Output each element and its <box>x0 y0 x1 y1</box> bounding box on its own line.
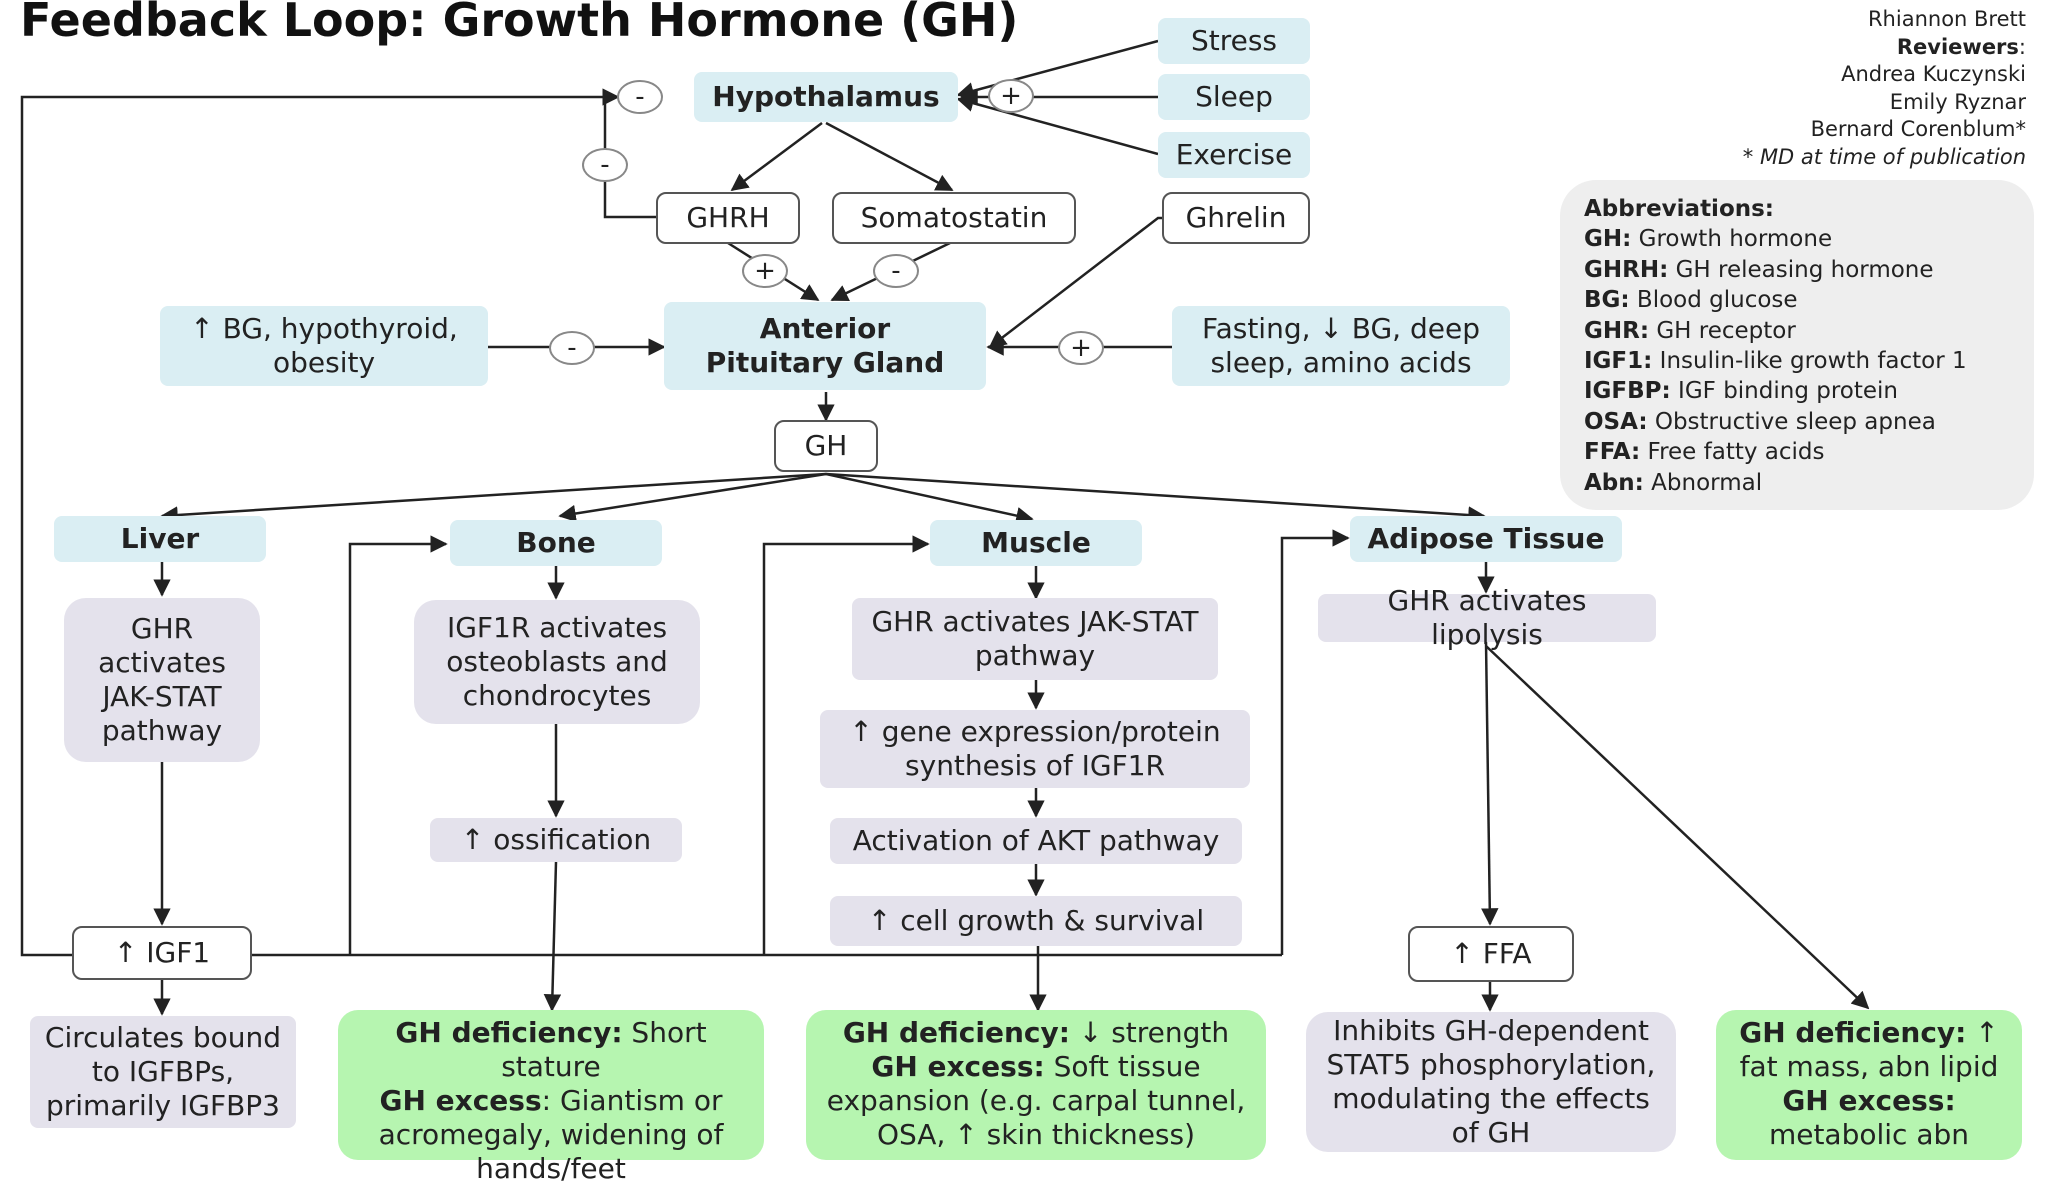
ghrelin-node: Ghrelin <box>1162 192 1310 244</box>
deficiency-label: GH deficiency: <box>395 1016 623 1049</box>
muscle-node: Muscle <box>930 520 1142 566</box>
abbreviation-item: GHR: GH receptor <box>1584 316 2010 346</box>
abbreviation-definition: GH receptor <box>1649 317 1796 344</box>
abbreviation-term: FFA: <box>1584 439 1641 466</box>
excess-text: Soft tissue expansion (e.g. carpal tunne… <box>826 1050 1246 1151</box>
excess-label: GH excess <box>379 1084 542 1117</box>
abbreviation-item: FFA: Free fatty acids <box>1584 437 2010 467</box>
ghrh-node: GHRH <box>656 192 800 244</box>
liver-ghr-node: GHR activates JAK-STAT pathway <box>64 598 260 762</box>
muscle-outcome-node: GH deficiency: ↓ strength GH excess: Sof… <box>806 1010 1266 1160</box>
gh-node: GH <box>774 420 878 472</box>
abbreviation-term: GHR: <box>1584 317 1650 344</box>
abbreviation-item: BG: Blood glucose <box>1584 285 2010 315</box>
bone-igf1r-node: IGF1R activates osteoblasts and chondroc… <box>414 600 700 724</box>
abbreviation-term: GHRH: <box>1584 256 1669 283</box>
connector-lines <box>20 39 1870 1016</box>
somatostatin-node: Somatostatin <box>832 192 1076 244</box>
footnote: * MD at time of publication <box>1742 144 2026 169</box>
minus-sign: - <box>617 80 663 114</box>
abbreviation-term: IGF1: <box>1584 348 1653 375</box>
inhibitors-node: ↑ BG, hypothyroid, obesity <box>160 306 488 386</box>
stress-node: Stress <box>1158 18 1310 64</box>
exercise-node: Exercise <box>1158 132 1310 178</box>
page-title: Feedback Loop: Growth Hormone (GH) <box>20 0 1019 47</box>
credits-block: Rhiannon Brett Reviewers: Andrea Kuczyns… <box>1560 6 2026 171</box>
minus-sign: - <box>582 148 628 182</box>
deficiency-label: GH deficiency: <box>1739 1016 1967 1049</box>
plus-sign: + <box>988 79 1034 113</box>
hypothalamus-node: Hypothalamus <box>694 72 958 122</box>
abbreviation-definition: Obstructive sleep apnea <box>1647 408 1936 435</box>
abbreviation-definition: Insulin-like growth factor 1 <box>1652 348 1967 375</box>
adipose-node: Adipose Tissue <box>1350 516 1622 562</box>
circulates-node: Circulates bound to IGFBPs, primarily IG… <box>30 1016 296 1128</box>
ffa-effect-node: Inhibits GH-dependent STAT5 phosphorylat… <box>1306 1012 1676 1152</box>
abbreviation-definition: GH releasing hormone <box>1668 256 1934 283</box>
abbreviation-term: OSA: <box>1584 408 1648 435</box>
excess-label: GH excess: <box>871 1050 1045 1083</box>
abbreviation-item: Abn: Abnormal <box>1584 468 2010 498</box>
deficiency-text: Short stature <box>501 1016 707 1083</box>
abbreviation-item: GH: Growth hormone <box>1584 224 2010 254</box>
muscle-growth-node: ↑ cell growth & survival <box>830 896 1242 946</box>
minus-sign: - <box>549 331 595 365</box>
abbreviation-term: IGFBP: <box>1584 378 1671 405</box>
muscle-akt-node: Activation of AKT pathway <box>830 818 1242 864</box>
author-name: Rhiannon Brett <box>1867 7 2026 31</box>
ossification-node: ↑ ossification <box>430 818 682 862</box>
reviewer-name: Bernard Corenblum* <box>1810 117 2026 141</box>
igf1-node: ↑ IGF1 <box>72 926 252 980</box>
bone-outcome-node: GH deficiency: Short stature GH excess: … <box>338 1010 764 1185</box>
sleep-node: Sleep <box>1158 74 1310 120</box>
abbreviation-term: Abn: <box>1584 469 1644 496</box>
abbreviation-term: BG: <box>1584 287 1630 314</box>
reviewer-name: Andrea Kuczynski <box>1841 62 2026 86</box>
bone-node: Bone <box>450 520 662 566</box>
anterior-pituitary-node: Anterior Pituitary Gland <box>664 302 986 390</box>
abbreviation-definition: Growth hormone <box>1631 226 1833 253</box>
abbreviation-item: GHRH: GH releasing hormone <box>1584 255 2010 285</box>
abbreviation-item: IGFBP: IGF binding protein <box>1584 376 2010 406</box>
ffa-node: ↑ FFA <box>1408 926 1574 982</box>
abbreviation-item: IGF1: Insulin-like growth factor 1 <box>1584 346 2010 376</box>
abbreviation-term: GH: <box>1584 226 1632 253</box>
abbreviation-definition: Abnormal <box>1643 469 1763 496</box>
abbreviation-definition: Free fatty acids <box>1640 439 1825 466</box>
deficiency-text: ↑ fat mass, abn lipid <box>1739 1016 1999 1083</box>
plus-sign: + <box>1058 331 1104 365</box>
deficiency-text: ↓ strength <box>1069 1016 1230 1049</box>
muscle-ghr-node: GHR activates JAK-STAT pathway <box>852 598 1218 680</box>
minus-sign: - <box>873 254 919 288</box>
plus-sign: + <box>742 254 788 288</box>
adipose-outcome-node: GH deficiency: ↑ fat mass, abn lipid GH … <box>1716 1010 2022 1160</box>
excess-label: GH excess: <box>1782 1084 1956 1117</box>
abbreviation-item: OSA: Obstructive sleep apnea <box>1584 407 2010 437</box>
adipose-ghr-node: GHR activates lipolysis <box>1318 584 1656 651</box>
deficiency-label: GH deficiency: <box>842 1016 1070 1049</box>
reviewer-name: Emily Ryznar <box>1889 89 2026 114</box>
reviewers-heading: Reviewers: <box>1896 34 2026 59</box>
stimulators-node: Fasting, ↓ BG, deep sleep, amino acids <box>1172 306 1510 386</box>
abbreviation-definition: Blood glucose <box>1629 287 1798 314</box>
excess-text: metabolic abn <box>1768 1118 1970 1151</box>
muscle-gene-node: ↑ gene expression/protein synthesis of I… <box>820 710 1250 788</box>
abbreviation-definition: IGF binding protein <box>1670 378 1898 405</box>
abbreviations-heading: Abbreviations: <box>1584 196 1775 222</box>
liver-node: Liver <box>54 516 266 562</box>
